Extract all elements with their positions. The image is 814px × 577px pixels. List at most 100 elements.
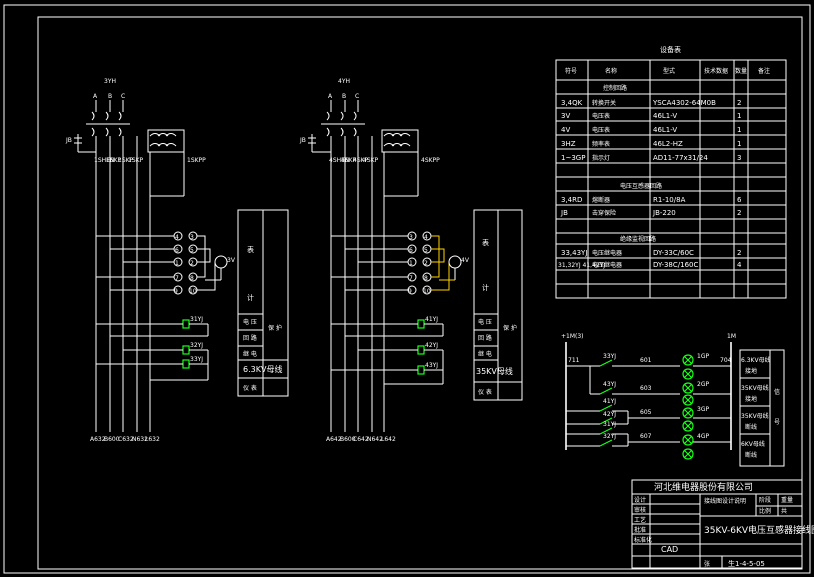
right-breaker-1: 4SHEN: [329, 157, 349, 164]
left-breaker-2: 1SKP: [106, 157, 122, 164]
equipment-table: 设备表 符号 名称 型式 技术数据 数量 备注 控制回路 3,4QK 转换开关 …: [555, 45, 787, 299]
svg-text:2: 2: [424, 260, 428, 267]
right-jb-label: JB: [299, 137, 306, 144]
svg-text:1: 1: [737, 112, 741, 120]
right-bottom-c: C642: [353, 436, 369, 443]
svg-text:4GP: 4GP: [697, 433, 709, 440]
left-phase-b: B: [108, 93, 112, 100]
left-bottom-l: L632: [145, 436, 160, 443]
right-bottom-a: A642: [326, 436, 342, 443]
svg-text:35KV母线: 35KV母线: [741, 412, 769, 420]
svg-text:605: 605: [640, 409, 652, 416]
svg-text:4: 4: [737, 261, 742, 269]
svg-text:33YJ: 33YJ: [190, 356, 203, 363]
svg-text:3,4RD: 3,4RD: [561, 196, 582, 204]
left-bottom-b: B600: [104, 436, 120, 443]
table-title: 设备表: [660, 45, 681, 54]
svg-text:1: 1: [409, 260, 413, 267]
svg-text:1: 1: [737, 126, 741, 134]
svg-text:断线: 断线: [745, 423, 757, 431]
svg-text:R1-10/8A: R1-10/8A: [653, 196, 686, 204]
svg-text:32YJ: 32YJ: [190, 342, 203, 349]
svg-text:3: 3: [409, 234, 413, 241]
left-bottom-c: C632: [118, 436, 134, 443]
signal-circuit: +1M(3) 1M 711 33YJ 601 704 43YJ 603 41YJ…: [561, 333, 785, 467]
svg-text:接地: 接地: [745, 367, 757, 375]
left-bottom-n: N632: [132, 436, 148, 443]
right-relay-42yj: [417, 345, 425, 355]
right-voltmeter-label: 4V: [461, 257, 470, 264]
svg-text:3: 3: [737, 154, 741, 162]
svg-text:1GP: 1GP: [697, 353, 709, 360]
left-breaker-1: 1SHEN: [94, 157, 114, 164]
svg-text:电压继电器: 电压继电器: [592, 261, 622, 269]
svg-text:4V: 4V: [561, 126, 570, 134]
svg-text:断线: 断线: [745, 451, 757, 459]
svg-text:3,4QK: 3,4QK: [561, 99, 583, 107]
svg-text:电压表: 电压表: [592, 126, 610, 134]
svg-text:46L2-HZ: 46L2-HZ: [653, 140, 683, 148]
svg-text:指示灯: 指示灯: [592, 154, 610, 162]
svg-text:符号: 符号: [565, 67, 577, 75]
svg-text:继 电: 继 电: [243, 350, 257, 358]
right-breaker-3: 4SKP: [353, 157, 369, 164]
svg-text:计: 计: [247, 293, 254, 302]
svg-text:型式: 型式: [663, 67, 675, 75]
svg-text:备注: 备注: [758, 67, 770, 75]
outer-border: [3, 4, 811, 574]
left-breaker-5: 1SKPP: [187, 157, 206, 164]
right-bottom-b: B600: [340, 436, 356, 443]
svg-text:阶段: 阶段: [759, 496, 771, 504]
svg-text:回 路: 回 路: [478, 334, 492, 342]
svg-text:绝缘监视回路: 绝缘监视回路: [620, 235, 656, 243]
svg-text:711: 711: [568, 357, 580, 364]
svg-text:熔断器: 熔断器: [592, 196, 610, 204]
svg-text:42YJ: 42YJ: [425, 342, 438, 349]
svg-text:10: 10: [423, 288, 431, 295]
svg-text:6.3KV母线: 6.3KV母线: [243, 364, 282, 374]
svg-text:7: 7: [175, 275, 179, 282]
right-legend-box: 表 计 电 压 回 路 继 电 保 护 35KV母线 仪 表: [473, 209, 523, 401]
svg-text:46L1-V: 46L1-V: [653, 112, 677, 120]
svg-text:设计: 设计: [634, 496, 646, 504]
svg-text:43YJ: 43YJ: [603, 381, 616, 388]
svg-text:YSCA4302-64M0B: YSCA4302-64M0B: [652, 99, 716, 107]
right-pt-label: 4YH: [338, 78, 350, 85]
svg-text:5: 5: [190, 247, 194, 254]
right-circuit: 4YH A B C JB 4SHEN 4SKP 4SKP 4SKP 4SKPP: [299, 78, 523, 443]
svg-text:1: 1: [737, 140, 741, 148]
svg-text:+1M(3): +1M(3): [561, 333, 584, 340]
left-relay-33yj: [182, 359, 190, 369]
svg-text:704: 704: [720, 357, 732, 364]
svg-text:保 护: 保 护: [268, 324, 282, 332]
svg-text:比例: 比例: [759, 507, 771, 515]
svg-text:8: 8: [190, 275, 194, 282]
svg-text:32YJ: 32YJ: [603, 433, 616, 440]
inner-border: [37, 16, 803, 570]
right-bottom-n: N642: [367, 436, 383, 443]
signal-legend-box: 6.3KV母线 接地 35KV母线 接地 35KV母线 断线 6KV母线 断线 …: [739, 349, 785, 467]
svg-text:3HZ: 3HZ: [561, 140, 576, 148]
svg-text:1: 1: [175, 260, 179, 267]
svg-text:保 护: 保 护: [503, 324, 517, 332]
svg-text:号: 号: [774, 419, 780, 426]
svg-text:607: 607: [640, 433, 652, 440]
svg-text:数量: 数量: [735, 67, 747, 75]
svg-text:31YJ: 31YJ: [190, 316, 203, 323]
left-phase-c: C: [121, 93, 125, 100]
svg-text:信: 信: [774, 388, 780, 396]
left-selector-switch: 4 3 6 5 1 2 7 8 9 10: [173, 231, 198, 295]
svg-text:击穿保险: 击穿保险: [592, 209, 616, 217]
svg-text:2GP: 2GP: [697, 381, 709, 388]
svg-text:33YJ: 33YJ: [603, 353, 616, 360]
drawing-number: 生1-4-5-05: [728, 559, 765, 568]
svg-text:5: 5: [424, 247, 428, 254]
right-breaker-5: 4SKPP: [421, 157, 440, 164]
svg-text:计: 计: [482, 283, 489, 292]
svg-text:转换开关: 转换开关: [592, 99, 616, 107]
svg-text:继 电: 继 电: [478, 350, 492, 358]
svg-text:JB-220: JB-220: [652, 209, 676, 217]
svg-text:42YJ: 42YJ: [603, 411, 616, 418]
left-relay-32yj: [182, 345, 190, 355]
